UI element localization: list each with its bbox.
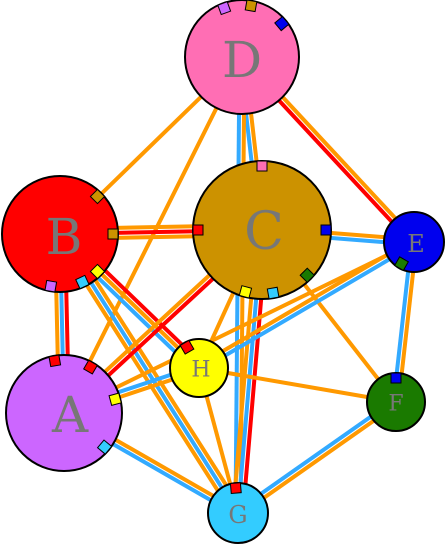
port-g bbox=[229, 482, 242, 495]
node-b-label: B bbox=[46, 208, 83, 266]
edge-e-h bbox=[199, 242, 417, 372]
port-b bbox=[44, 279, 58, 293]
node-d-label: D bbox=[222, 31, 262, 89]
node-d[interactable]: D bbox=[184, 0, 300, 115]
port-c bbox=[238, 285, 253, 299]
node-f-label: F bbox=[388, 392, 403, 417]
port-c bbox=[192, 224, 204, 236]
port-e bbox=[393, 256, 410, 272]
edge-d-a bbox=[62, 56, 244, 414]
node-e[interactable]: E bbox=[383, 211, 445, 273]
port-d bbox=[217, 1, 232, 16]
node-g-label: G bbox=[228, 501, 247, 529]
port-d bbox=[244, 0, 258, 13]
node-a[interactable]: A bbox=[5, 354, 123, 472]
node-e-label: E bbox=[407, 230, 425, 258]
port-h bbox=[179, 339, 195, 355]
port-b bbox=[75, 274, 90, 290]
port-c bbox=[266, 286, 280, 300]
port-c bbox=[256, 160, 268, 172]
node-c-label: C bbox=[244, 202, 284, 262]
edge-h-f bbox=[198, 366, 397, 404]
node-h[interactable]: H bbox=[169, 338, 229, 398]
port-a bbox=[96, 439, 113, 455]
ports-layer bbox=[44, 0, 410, 495]
port-c bbox=[299, 267, 316, 284]
port-b bbox=[89, 263, 106, 280]
node-g[interactable]: G bbox=[207, 482, 269, 544]
port-f bbox=[390, 372, 402, 384]
port-a bbox=[82, 359, 99, 375]
node-h-label: H bbox=[191, 358, 210, 383]
node-a-label: A bbox=[51, 386, 89, 444]
edge-a-e bbox=[63, 240, 415, 415]
node-b[interactable]: B bbox=[1, 175, 119, 293]
port-d bbox=[274, 15, 290, 32]
edge-f-g bbox=[238, 402, 399, 517]
port-b bbox=[107, 228, 119, 240]
node-f[interactable]: F bbox=[366, 372, 426, 432]
port-c bbox=[320, 224, 332, 236]
port-a bbox=[48, 354, 62, 368]
edge-f-g bbox=[235, 398, 396, 513]
port-b bbox=[89, 188, 106, 205]
port-a bbox=[108, 392, 122, 407]
